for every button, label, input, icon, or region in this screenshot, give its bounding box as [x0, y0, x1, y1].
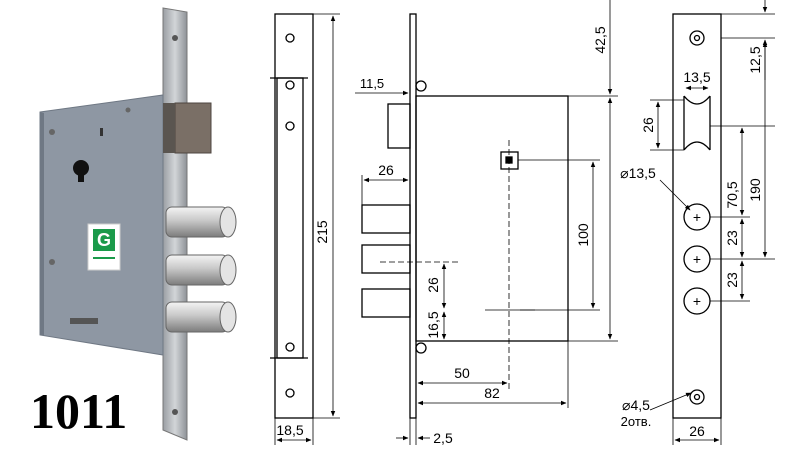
svg-text:+: + — [693, 209, 701, 225]
dim-42-5: 42,5 — [592, 26, 608, 53]
dim-70-5: 70,5 — [724, 181, 740, 208]
body-screw — [49, 129, 55, 135]
side-view — [355, 0, 618, 445]
dim-215: 215 — [314, 220, 330, 244]
side-bolt-1 — [361, 204, 411, 234]
deadbolt-bottom — [165, 301, 237, 333]
plate-view: + + + — [649, 0, 775, 445]
deadbolt-top — [165, 206, 237, 238]
dim-18-5: 18,5 — [276, 422, 303, 438]
leader-4-5 — [649, 392, 692, 411]
svg-text:+: + — [693, 251, 701, 267]
keyhole-slot — [78, 168, 84, 182]
front-hole — [285, 342, 295, 352]
brand-logo: G — [87, 223, 121, 271]
dim-diameter-13-5: ⌀13,5 — [620, 165, 656, 181]
front-hole — [285, 80, 295, 90]
dim-diameter-4-5: ⌀4,5 — [622, 397, 650, 413]
face-plate-screw — [172, 35, 178, 41]
front-hole — [285, 388, 295, 398]
front-hole — [285, 121, 295, 131]
dim-23-b: 23 — [724, 272, 740, 288]
side-face-plate — [409, 13, 417, 419]
body-slot — [100, 128, 103, 136]
dim-50: 50 — [454, 365, 470, 381]
side-cylinder-hole — [500, 151, 519, 170]
body-screw — [49, 259, 55, 265]
face-plate-screw — [172, 409, 178, 415]
dim-hole-count: 2отв. — [621, 414, 652, 429]
dim-26-width: 26 — [689, 423, 705, 439]
deadbolt-middle — [165, 254, 237, 286]
svg-text:+: + — [693, 293, 701, 309]
dim-26-side: 26 — [378, 162, 394, 178]
lock-body-edge — [40, 112, 44, 335]
latch-bolt — [174, 102, 212, 154]
dim-2-5: 2,5 — [433, 430, 453, 446]
bottom-screw-hole — [689, 389, 705, 405]
plate-outline — [672, 13, 722, 419]
body-screw — [125, 107, 131, 113]
side-body — [415, 95, 569, 342]
leader-13-5 — [659, 179, 691, 211]
front-plate-opening — [276, 77, 304, 359]
model-number: 1011 — [30, 383, 127, 439]
dim-26-slot: 26 — [640, 117, 656, 133]
side-latch — [387, 103, 411, 149]
dim-100: 100 — [575, 223, 591, 247]
dim-13-5: 13,5 — [683, 69, 710, 85]
dim-26-pitch: 26 — [425, 277, 441, 293]
dim-190: 190 — [747, 178, 763, 202]
dim-16-5: 16,5 — [425, 311, 441, 338]
latch-shadow — [163, 103, 175, 153]
front-view — [270, 13, 340, 445]
side-bolt-2 — [361, 244, 411, 274]
dim-23-a: 23 — [724, 230, 740, 246]
front-hole — [285, 33, 295, 43]
dim-11-5: 11,5 — [360, 76, 384, 91]
body-bracket — [70, 318, 98, 324]
brand-logo-letter: G — [97, 230, 111, 250]
dim-82: 82 — [484, 385, 500, 401]
dim-12-5: 12,5 — [747, 46, 763, 73]
front-plate-outline — [274, 13, 314, 419]
side-bolt-3 — [361, 288, 411, 318]
lock-photo: G 1011 — [30, 7, 237, 441]
top-screw-hole — [689, 30, 705, 46]
cylinder-slot — [683, 95, 711, 151]
